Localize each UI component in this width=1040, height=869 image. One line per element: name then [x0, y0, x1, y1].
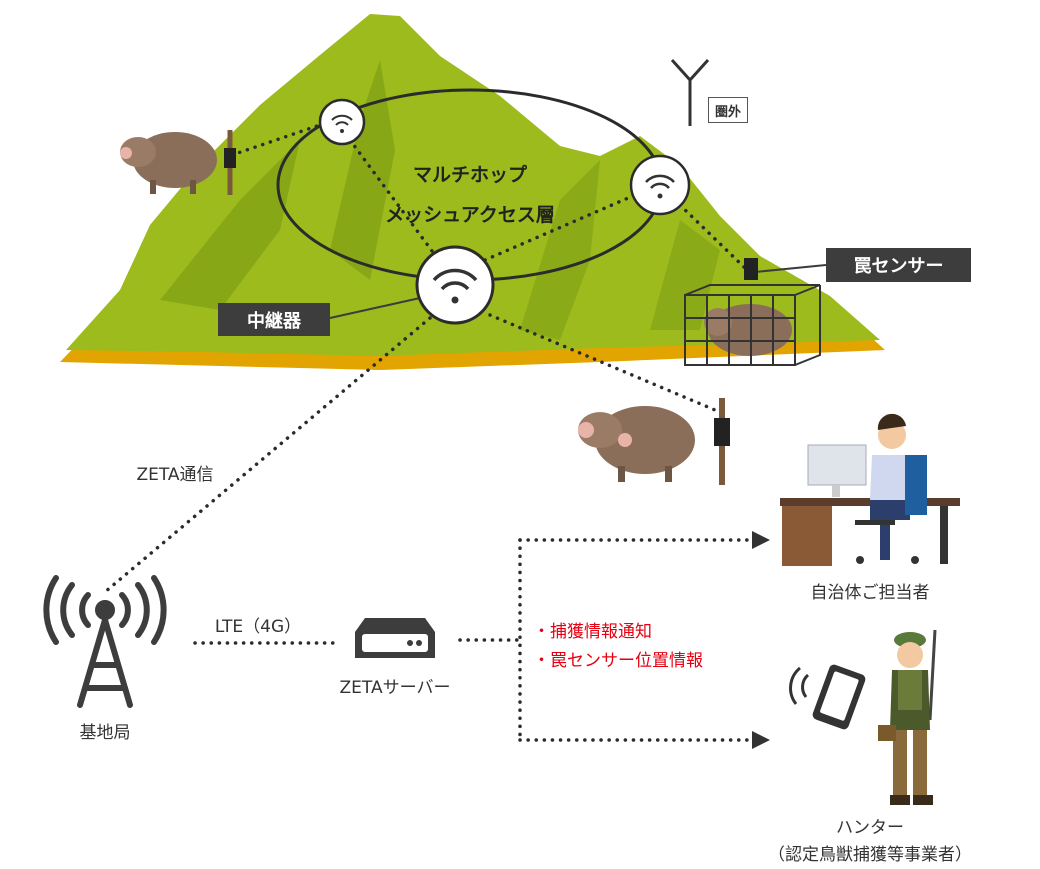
notification-capture: ・捕獲情報通知 — [533, 622, 652, 642]
node-small — [318, 98, 366, 146]
smartphone-icon — [789, 664, 866, 730]
arrow-to-hunter-icon — [752, 731, 770, 749]
zeta-server-icon — [355, 618, 435, 658]
municipal-staff-label: 自治体ご担当者 — [810, 583, 930, 603]
wild-boar-icon — [120, 130, 236, 195]
antenna-icon — [670, 58, 710, 126]
hunter-label: ハンター — [836, 818, 904, 838]
repeater-node — [415, 245, 495, 325]
base-station-label: 基地局 — [79, 723, 131, 743]
hunter-illustration — [878, 629, 937, 805]
notification-sensor-location: ・罠センサー位置情報 — [533, 651, 703, 671]
mesh-layer-title-line1: マルチホップ — [412, 164, 528, 186]
arrow-to-staff-icon — [752, 531, 770, 549]
out-of-range-badge: 圏外 — [708, 97, 748, 123]
zeta-server-label: ZETAサーバー — [339, 678, 451, 698]
lte-label: LTE（4G） — [214, 617, 302, 637]
municipal-staff-illustration — [780, 413, 960, 566]
repeater-label: 中継器 — [218, 303, 330, 336]
mountain — [60, 14, 885, 370]
dotted-links — [103, 123, 754, 742]
node-right — [629, 154, 691, 216]
hunter-sub-label: （認定鳥獣捕獲等事業者） — [768, 845, 972, 865]
zeta-comm-label: ZETA通信 — [136, 465, 214, 485]
wild-boar-icon — [578, 398, 730, 485]
mesh-layer-title-line2: メッシュアクセス層 — [385, 204, 555, 226]
base-station-tower-icon — [43, 575, 167, 708]
trap-sensor-label: 罠センサー — [826, 248, 971, 282]
trap-cage-icon — [684, 258, 821, 366]
